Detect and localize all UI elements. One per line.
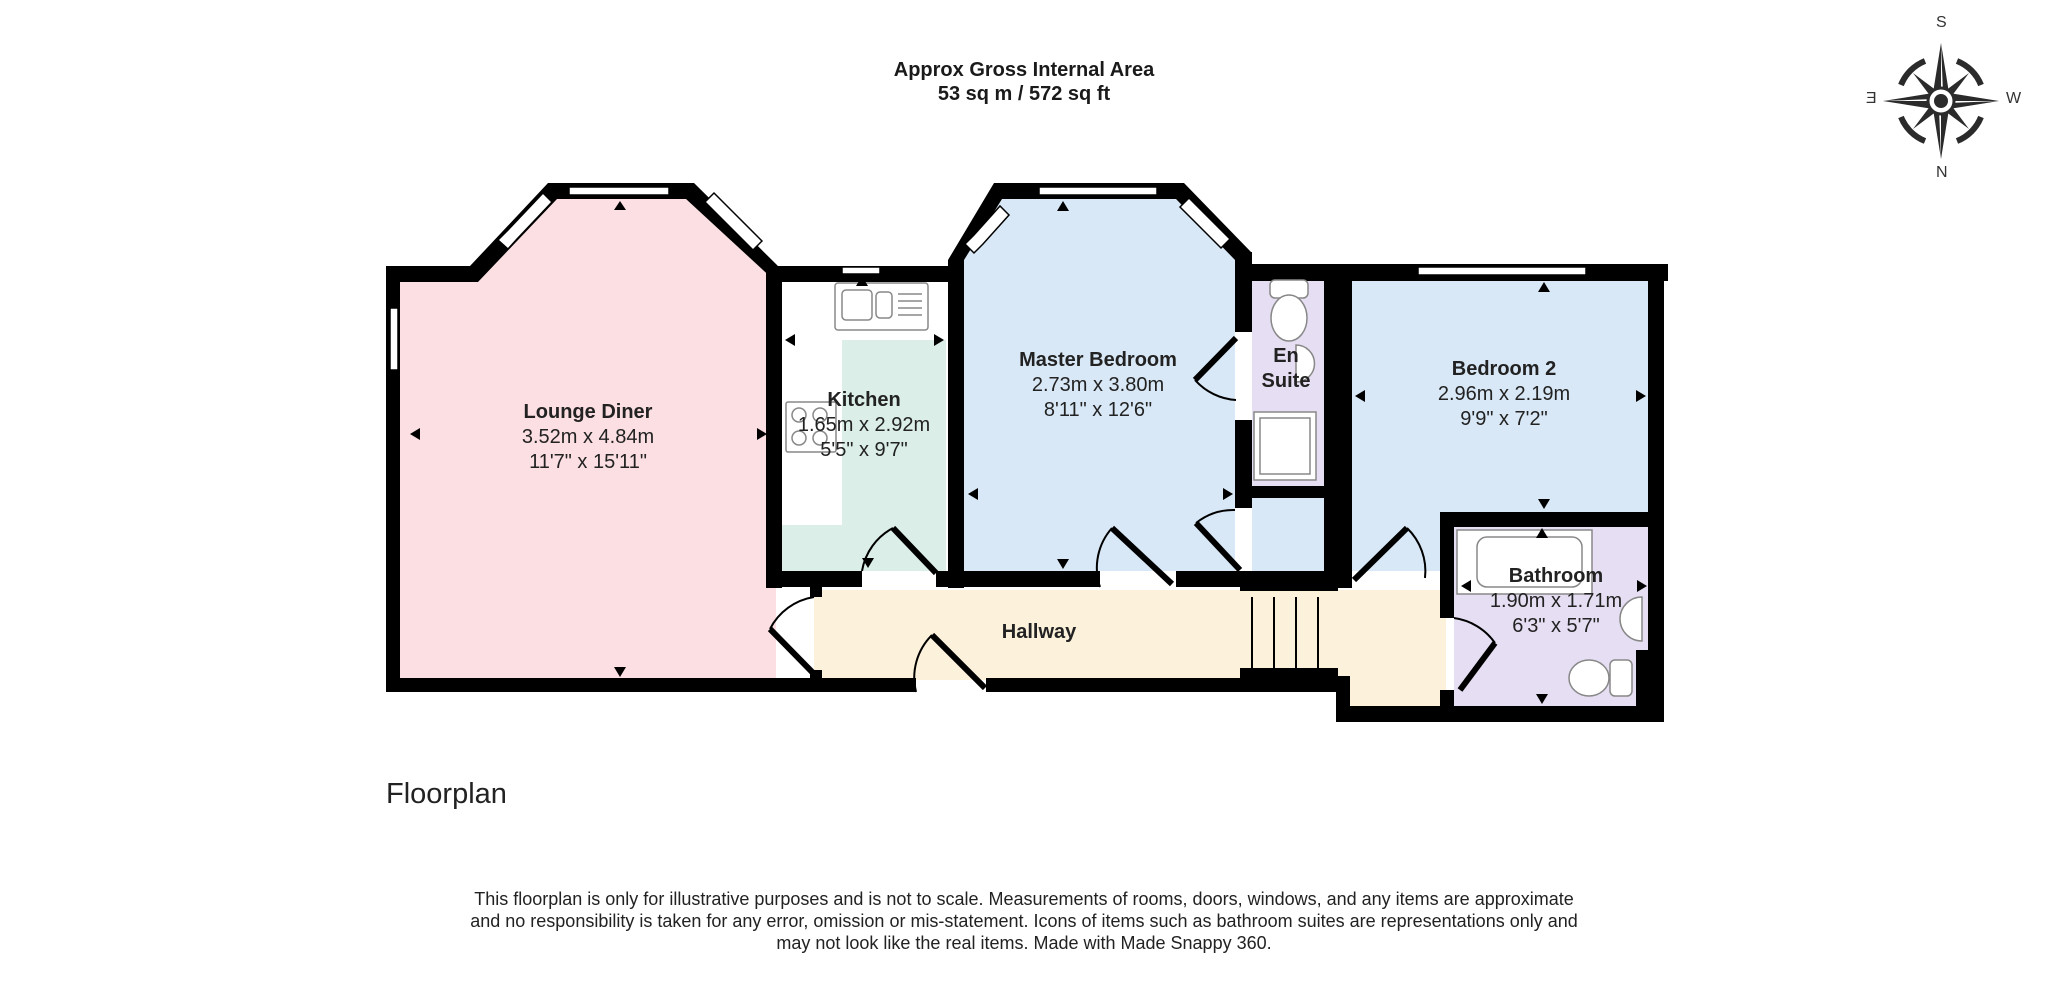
- room-metric: 2.73m x 3.80m: [1031, 374, 1165, 396]
- room-metric: 3.52m x 4.84m: [521, 426, 655, 448]
- front-door: [929, 632, 988, 691]
- disclaimer-line-3: may not look like the real items. Made w…: [776, 933, 1272, 953]
- room-metric: 1.90m x 1.71m: [1489, 590, 1623, 612]
- room-label-bathroom: Bathroom 1.90m x 1.71m 6'3" x 5'7": [1490, 564, 1622, 639]
- bedroom-2-floor: [1352, 281, 1648, 571]
- room-label-kitchen: Kitchen 1.65m x 2.92m 5'5" x 9'7": [798, 388, 930, 463]
- area-value: 53 sq m / 572 sq ft: [937, 83, 1111, 105]
- room-name: Hallway: [1001, 621, 1077, 643]
- room-imperial: 6'3" x 5'7": [1512, 615, 1600, 637]
- room-imperial: 8'11" x 12'6": [1043, 399, 1153, 421]
- ensuite-basin-icon: [1295, 344, 1316, 383]
- room-name: Bedroom 2: [1451, 358, 1557, 380]
- kitchen-door: [890, 525, 939, 576]
- master-bedroom-floor: [964, 199, 1235, 571]
- doors: [767, 335, 1498, 693]
- room-imperial: 5'5" x 9'7": [820, 439, 908, 461]
- area-title: Approx Gross Internal Area: [893, 59, 1155, 81]
- room-metric: 1.65m x 2.92m: [797, 414, 931, 436]
- room-name-line2: Suite: [1261, 370, 1311, 392]
- compass-bottom-label: N: [1936, 164, 1948, 181]
- room-name: Bathroom: [1508, 565, 1604, 587]
- en-suite-door: [1192, 335, 1239, 383]
- room-label-bedroom-2: Bedroom 2 2.96m x 2.19m 9'9" x 7'2": [1438, 357, 1570, 432]
- room-imperial: 11'7" x 15'11": [529, 451, 647, 473]
- disclaimer: This floorplan is only for illustrative …: [0, 888, 2048, 954]
- stairs: [1251, 597, 1319, 668]
- windows: [389, 186, 1587, 371]
- room-label-hallway: Hallway: [1002, 620, 1076, 645]
- bathroom-toilet-icon: [1568, 659, 1610, 697]
- master-bedroom-door: [1109, 525, 1175, 587]
- disclaimer-line-2: and no responsibility is taken for any e…: [470, 911, 1578, 931]
- cupboard-door: [1193, 520, 1243, 573]
- floor-title: Floorplan: [386, 778, 507, 810]
- lounge-diner-floor: [400, 199, 776, 678]
- bedroom-2-door: [1351, 525, 1410, 583]
- room-name: Lounge Diner: [523, 401, 653, 423]
- room-name: Kitchen: [827, 389, 901, 411]
- room-label-en-suite: En Suite: [1262, 344, 1311, 394]
- compass-rose-icon: S N E W: [1866, 14, 2021, 184]
- lounge-door: [767, 626, 820, 680]
- room-imperial: 9'9" x 7'2": [1460, 408, 1548, 430]
- disclaimer-line-1: This floorplan is only for illustrative …: [474, 889, 1574, 909]
- fixtures: [785, 279, 1643, 697]
- compass-top-label: S: [1936, 14, 1947, 31]
- bathroom-basin-icon: [1619, 596, 1643, 642]
- room-label-master-bedroom: Master Bedroom 2.73m x 3.80m 8'11" x 12'…: [1019, 348, 1177, 423]
- compass-star-icon: [1883, 43, 1999, 159]
- hallway-floor: [814, 590, 1248, 680]
- kitchen-worktop: [782, 282, 946, 525]
- gross-internal-area: Approx Gross Internal Area 53 sq m / 572…: [0, 58, 2048, 106]
- cupboard-floor: [1252, 498, 1324, 571]
- room-name-line1: En: [1273, 345, 1299, 367]
- room-metric: 2.96m x 2.19m: [1437, 383, 1571, 405]
- room-name: Master Bedroom: [1019, 349, 1177, 371]
- room-label-lounge-diner: Lounge Diner 3.52m x 4.84m 11'7" x 15'11…: [522, 400, 654, 475]
- measurement-arrows: [410, 201, 1647, 704]
- bathroom-door: [1457, 641, 1498, 692]
